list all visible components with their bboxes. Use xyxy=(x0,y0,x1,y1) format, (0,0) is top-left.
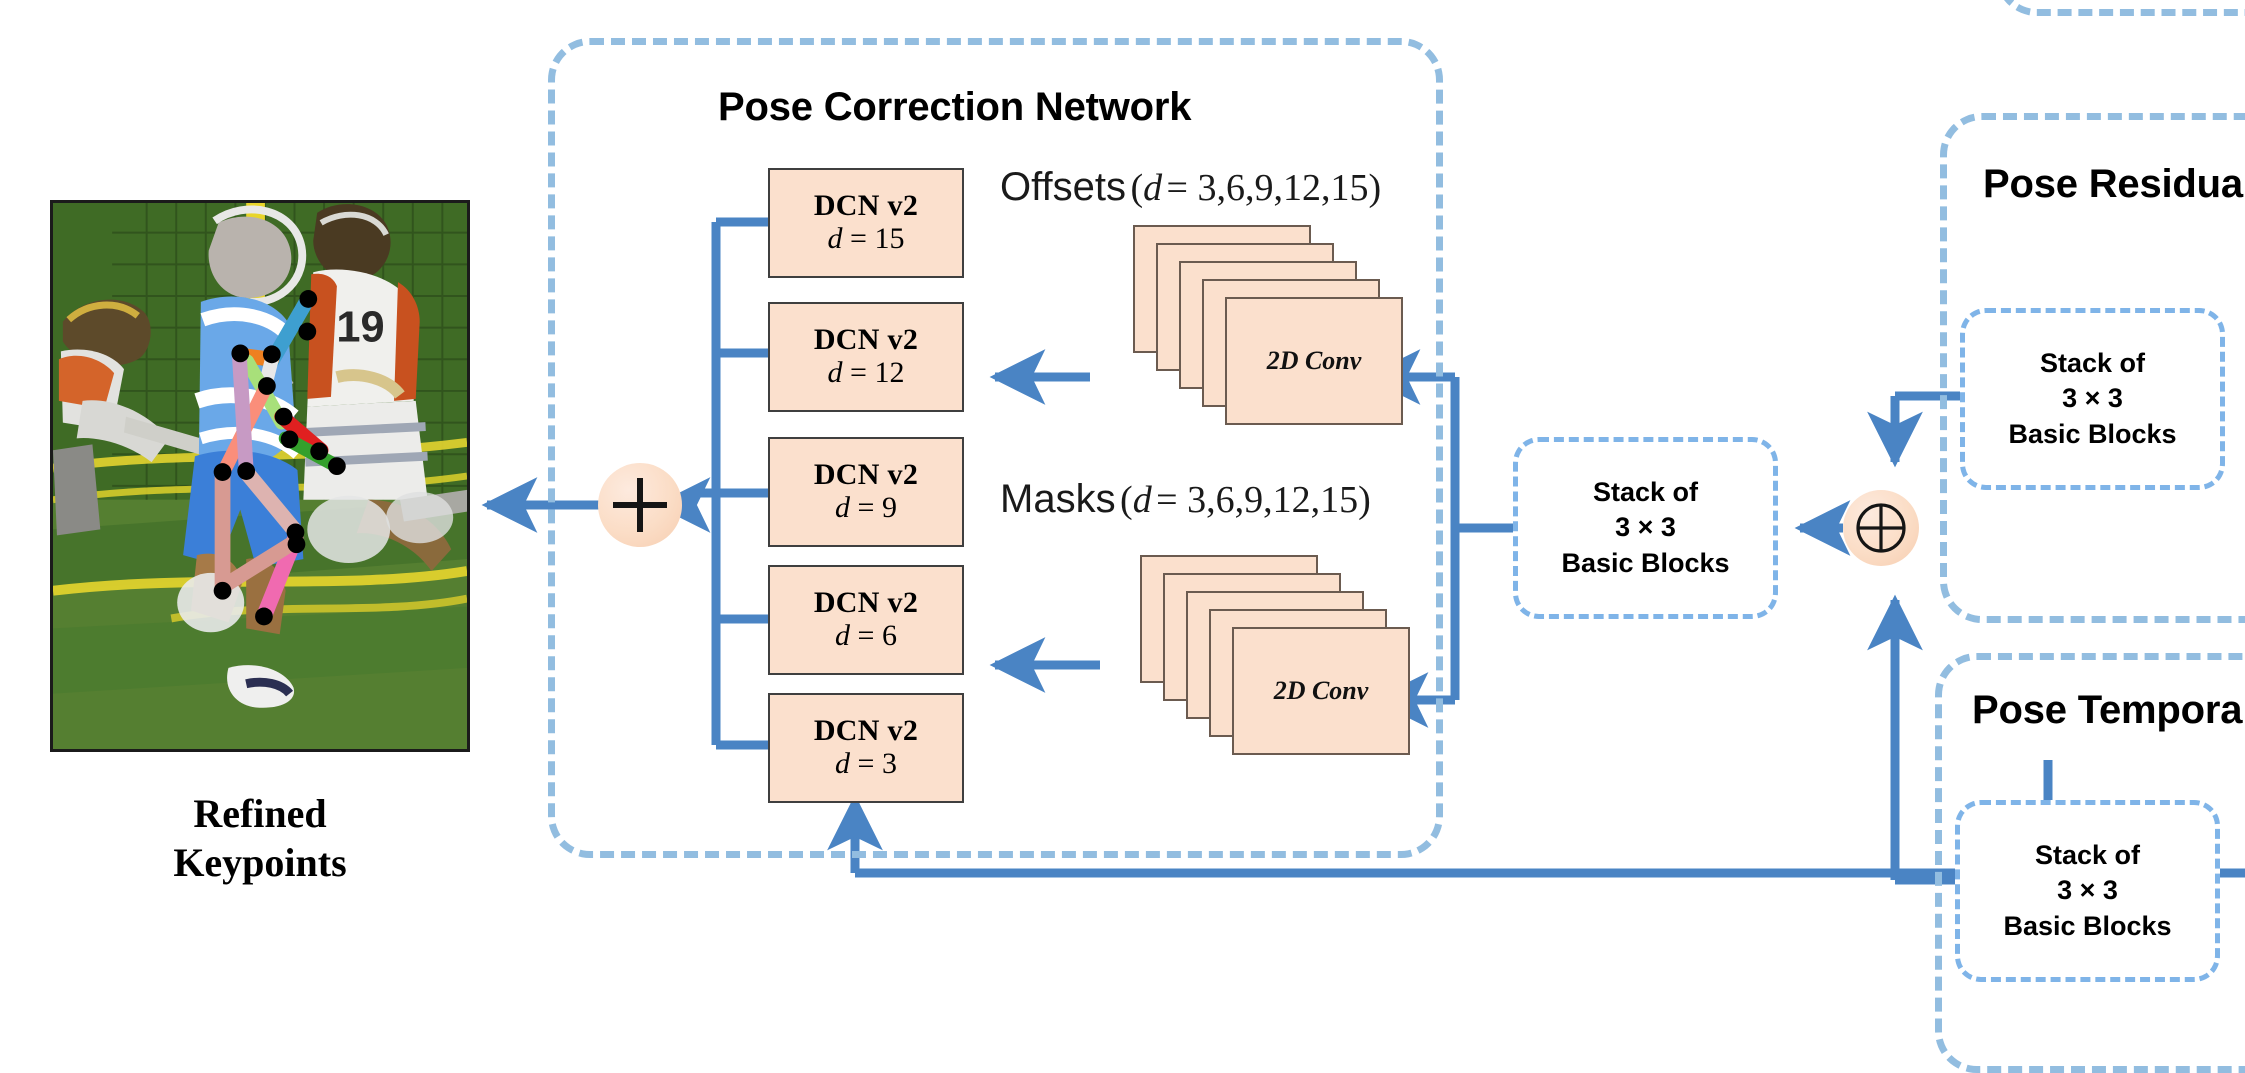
masks-word: Masks xyxy=(1000,477,1116,521)
sum-operator-plus xyxy=(598,463,682,547)
dcn-block-15[interactable]: DCN v2 d = 15 xyxy=(768,168,964,278)
basic-block-stack-residual[interactable]: Stack of 3 × 3 Basic Blocks xyxy=(1960,308,2225,490)
sum-operator-oplus xyxy=(1843,490,1919,566)
oplus-icon xyxy=(1856,503,1906,553)
bb-residual-line-1: Stack of xyxy=(2039,348,2146,379)
offsets-sheet-1[interactable]: 2D Conv xyxy=(1225,297,1403,425)
dcn-block-9-name: DCN v2 xyxy=(813,458,919,491)
masks-paren-close: ) xyxy=(1358,479,1371,521)
offsets-conv-label: 2D Conv xyxy=(1266,346,1362,375)
panel-pose-residual xyxy=(1940,113,2245,623)
basic-block-stack-center[interactable]: Stack of 3 × 3 Basic Blocks xyxy=(1513,437,1778,619)
dcn-block-9-dilation: d = 9 xyxy=(835,491,897,525)
bb-center-line-3: Basic Blocks xyxy=(1561,547,1730,578)
dcn-block-12-name: DCN v2 xyxy=(813,323,919,356)
dcn-block-3-name: DCN v2 xyxy=(813,714,919,747)
bb-residual-line-2: 3 × 3 xyxy=(2062,383,2123,414)
offsets-values: = 3,6,9,12,15 xyxy=(1166,167,1369,209)
masks-label: Masks (d = 3,6,9,12,15) xyxy=(1000,477,1371,522)
masks-sheet-1[interactable]: 2D Conv xyxy=(1232,627,1410,755)
refined-keypoints-caption: Refined Keypoints xyxy=(50,790,470,888)
panel-pose-temporal-title: Pose Temporal xyxy=(1972,688,2245,732)
dcn-block-9[interactable]: DCN v2 d = 9 xyxy=(768,437,964,547)
dcn-block-12-dilation: d = 12 xyxy=(827,356,905,390)
caption-line-2: Keypoints xyxy=(173,839,347,885)
masks-conv-label: 2D Conv xyxy=(1273,676,1369,705)
panel-pose-residual-title: Pose Residual xyxy=(1983,162,2245,206)
dcn-block-15-dilation: d = 15 xyxy=(827,222,905,256)
dcn-block-15-name: DCN v2 xyxy=(813,189,919,222)
dcn-block-12[interactable]: DCN v2 d = 12 xyxy=(768,302,964,412)
panel-pose-correction xyxy=(548,38,1443,858)
bb-temporal-line-1: Stack of xyxy=(2034,840,2141,871)
basic-block-stack-temporal[interactable]: Stack of 3 × 3 Basic Blocks xyxy=(1955,800,2220,982)
bb-center-line-2: 3 × 3 xyxy=(1615,512,1676,543)
caption-line-1: Refined xyxy=(193,791,327,836)
offsets-label: Offsets (d = 3,6,9,12,15) xyxy=(1000,165,1381,210)
svg-text:19: 19 xyxy=(336,303,384,351)
bb-residual-line-3: Basic Blocks xyxy=(2008,418,2177,449)
diagram-canvas: 19 xyxy=(50,0,2245,1073)
offsets-paren-close: ) xyxy=(1368,167,1382,209)
panel-top-right-partial xyxy=(1995,0,2245,16)
offsets-word: Offsets xyxy=(1000,165,1126,209)
dcn-block-6-name: DCN v2 xyxy=(813,586,919,619)
dcn-block-6[interactable]: DCN v2 d = 6 xyxy=(768,565,964,675)
plus-icon xyxy=(613,478,667,532)
offsets-var: d xyxy=(1143,167,1163,209)
dcn-block-6-dilation: d = 6 xyxy=(835,619,897,653)
bb-center-line-1: Stack of xyxy=(1592,477,1699,508)
masks-values: = 3,6,9,12,15 xyxy=(1156,479,1359,521)
masks-paren-open: ( xyxy=(1120,479,1133,521)
bb-temporal-line-2: 3 × 3 xyxy=(2057,875,2118,906)
bb-temporal-line-3: Basic Blocks xyxy=(2003,910,2172,941)
offsets-paren-open: ( xyxy=(1130,167,1144,209)
dcn-block-3-dilation: d = 3 xyxy=(835,747,897,781)
refined-keypoints-image: 19 xyxy=(50,200,470,752)
masks-var: d xyxy=(1132,479,1152,521)
dcn-block-3[interactable]: DCN v2 d = 3 xyxy=(768,693,964,803)
panel-pose-correction-title: Pose Correction Network xyxy=(718,85,1192,129)
